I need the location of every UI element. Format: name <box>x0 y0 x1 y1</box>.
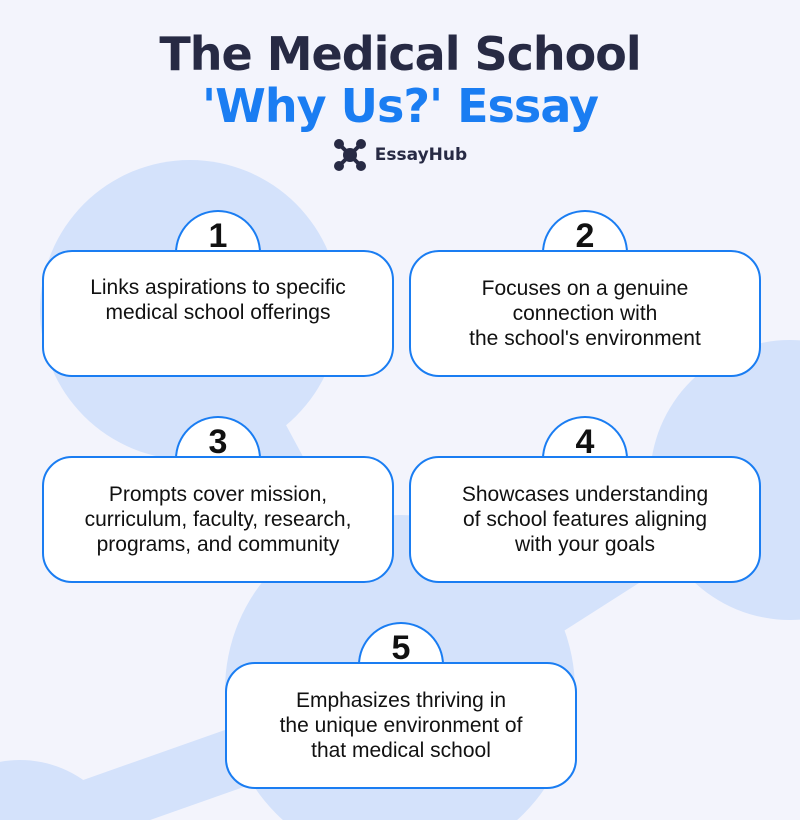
molecule-logo-icon <box>333 139 366 171</box>
brand: EssayHub <box>0 138 800 172</box>
point-text-3: Prompts cover mission, curriculum, facul… <box>84 483 352 556</box>
point-text-2: Focuses on a genuine connection with the… <box>469 277 701 350</box>
point-card-3: Prompts cover mission, curriculum, facul… <box>42 456 394 583</box>
brand-name: EssayHub <box>374 145 468 165</box>
point-text-1: Links aspirations to specific medical sc… <box>90 275 346 324</box>
title-line-2: 'Why Us?' Essay <box>202 79 599 133</box>
point-card-2: Focuses on a genuine connection with the… <box>409 250 761 377</box>
point-text-4: Showcases understanding of school featur… <box>461 483 709 556</box>
title-line-1: The Medical School <box>159 27 641 81</box>
point-card-4: Showcases understanding of school featur… <box>409 456 761 583</box>
point-text-5: Emphasizes thriving in the unique enviro… <box>279 689 523 762</box>
point-card-1: Links aspirations to specific medical sc… <box>42 250 394 377</box>
point-card-5: Emphasizes thriving in the unique enviro… <box>225 662 577 789</box>
